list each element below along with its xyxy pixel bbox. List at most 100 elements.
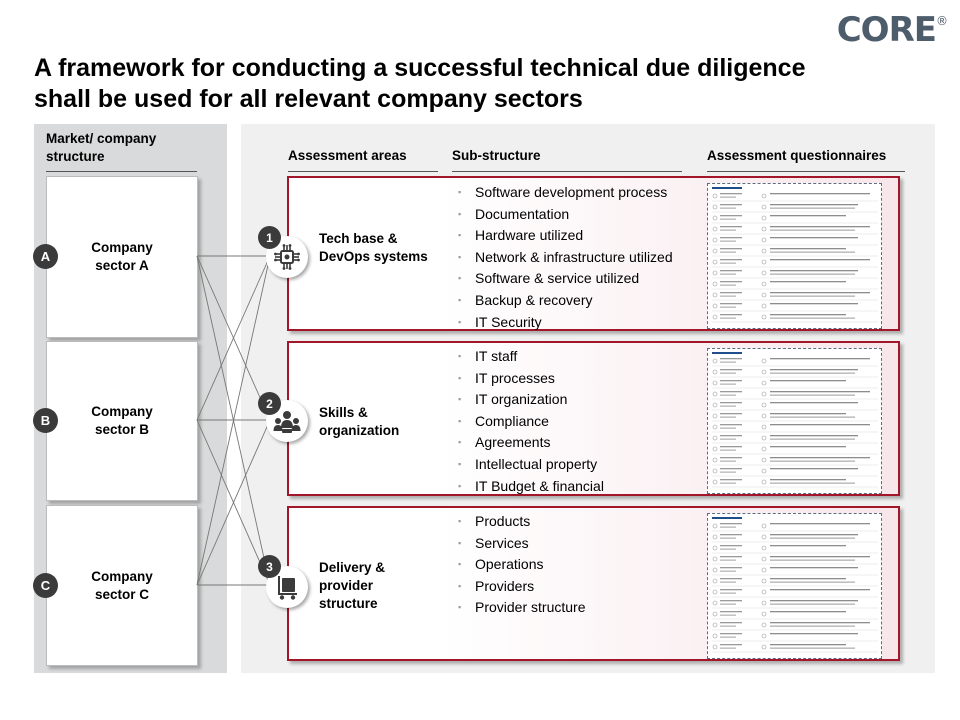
- form-mark: [720, 534, 742, 536]
- form-mark: [712, 600, 718, 606]
- form-mark: [720, 556, 742, 558]
- form-mark: [770, 482, 855, 484]
- form-mark: [770, 237, 858, 239]
- logo-text: CORE: [836, 10, 937, 50]
- form-mark: [770, 644, 846, 646]
- form-mark: [770, 446, 846, 448]
- form-mark: [712, 391, 718, 397]
- form-mark: [761, 369, 767, 375]
- area-number-3: 3: [258, 555, 281, 578]
- sub-structure-item: Products: [458, 511, 585, 533]
- form-mark: [720, 383, 736, 385]
- form-mark: [770, 589, 870, 591]
- form-mark: [712, 292, 718, 298]
- sub-structure-item: IT processes: [458, 368, 604, 390]
- form-mark: [720, 482, 736, 484]
- form-mark: [770, 259, 870, 261]
- form-mark: [770, 545, 846, 547]
- questionnaire-form-graphic: [712, 352, 878, 488]
- questionnaire-thumbnail-2: [707, 348, 882, 494]
- form-mark: [770, 317, 855, 319]
- form-mark: [761, 204, 767, 210]
- form-mark: [720, 592, 736, 594]
- form-mark: [720, 625, 736, 627]
- form-mark: [712, 215, 718, 221]
- form-mark: [761, 633, 767, 639]
- form-mark: [720, 567, 742, 569]
- form-mark: [720, 471, 736, 473]
- form-mark: [761, 248, 767, 254]
- form-mark: [720, 306, 736, 308]
- form-mark: [720, 647, 736, 649]
- form-mark: [720, 317, 736, 319]
- form-mark: [720, 226, 742, 228]
- form-mark: [770, 603, 855, 605]
- form-mark: [770, 567, 858, 569]
- connector-line: [196, 419, 271, 586]
- form-mark: [770, 270, 858, 272]
- form-mark: [761, 424, 767, 430]
- form-mark: [770, 292, 870, 294]
- sub-structure-item: IT Security: [458, 312, 673, 334]
- area-number-2: 2: [258, 392, 281, 415]
- form-mark: [770, 193, 870, 195]
- form-mark: [761, 281, 767, 287]
- form-mark: [761, 270, 767, 276]
- form-mark: [761, 578, 767, 584]
- form-mark: [770, 226, 870, 228]
- form-mark: [712, 611, 718, 617]
- sub-structure-item: IT organization: [458, 389, 604, 411]
- form-mark: [761, 567, 767, 573]
- form-mark: [761, 600, 767, 606]
- form-mark: [761, 391, 767, 397]
- form-mark: [770, 611, 846, 613]
- form-mark: [761, 215, 767, 221]
- form-mark: [712, 578, 718, 584]
- form-mark: [720, 446, 742, 448]
- form-mark: [712, 402, 718, 408]
- form-mark: [761, 303, 767, 309]
- form-mark: [720, 545, 742, 547]
- area-label-1: Tech base & DevOps systems: [319, 231, 428, 264]
- questionnaires-header-rule: [707, 171, 905, 172]
- market-header-rule: [46, 171, 197, 172]
- sector-label-b: Company sector B: [91, 404, 153, 437]
- connector-line: [196, 255, 271, 421]
- sub-structure-item: Compliance: [458, 411, 604, 433]
- form-mark: [720, 270, 742, 272]
- form-mark: [712, 259, 718, 265]
- form-mark: [770, 248, 846, 250]
- form-mark: [770, 416, 855, 418]
- form-mark: [720, 248, 742, 250]
- form-mark: [712, 314, 718, 320]
- form-mark: [720, 589, 742, 591]
- form-mark: [712, 237, 718, 243]
- form-mark: [720, 262, 736, 264]
- form-mark: [712, 534, 718, 540]
- form-mark: [712, 457, 718, 463]
- questionnaire-thumbnail-1: [707, 183, 882, 329]
- form-mark: [712, 413, 718, 419]
- form-mark: [761, 534, 767, 540]
- form-mark: [770, 391, 870, 393]
- form-mark: [720, 424, 742, 426]
- form-mark: [761, 545, 767, 551]
- form-mark: [720, 570, 736, 572]
- form-mark: [720, 614, 736, 616]
- form-mark: [712, 622, 718, 628]
- form-mark: [761, 446, 767, 452]
- form-mark: [770, 523, 870, 525]
- form-mark: [712, 523, 718, 529]
- form-mark: [720, 391, 742, 393]
- form-mark: [761, 523, 767, 529]
- areas-header-rule: [288, 171, 438, 172]
- form-mark: [720, 537, 736, 539]
- form-mark: [720, 237, 742, 239]
- form-mark: [720, 633, 742, 635]
- form-mark: [720, 284, 736, 286]
- form-mark: [712, 281, 718, 287]
- form-mark: [712, 589, 718, 595]
- form-mark: [761, 435, 767, 441]
- form-mark: [761, 622, 767, 628]
